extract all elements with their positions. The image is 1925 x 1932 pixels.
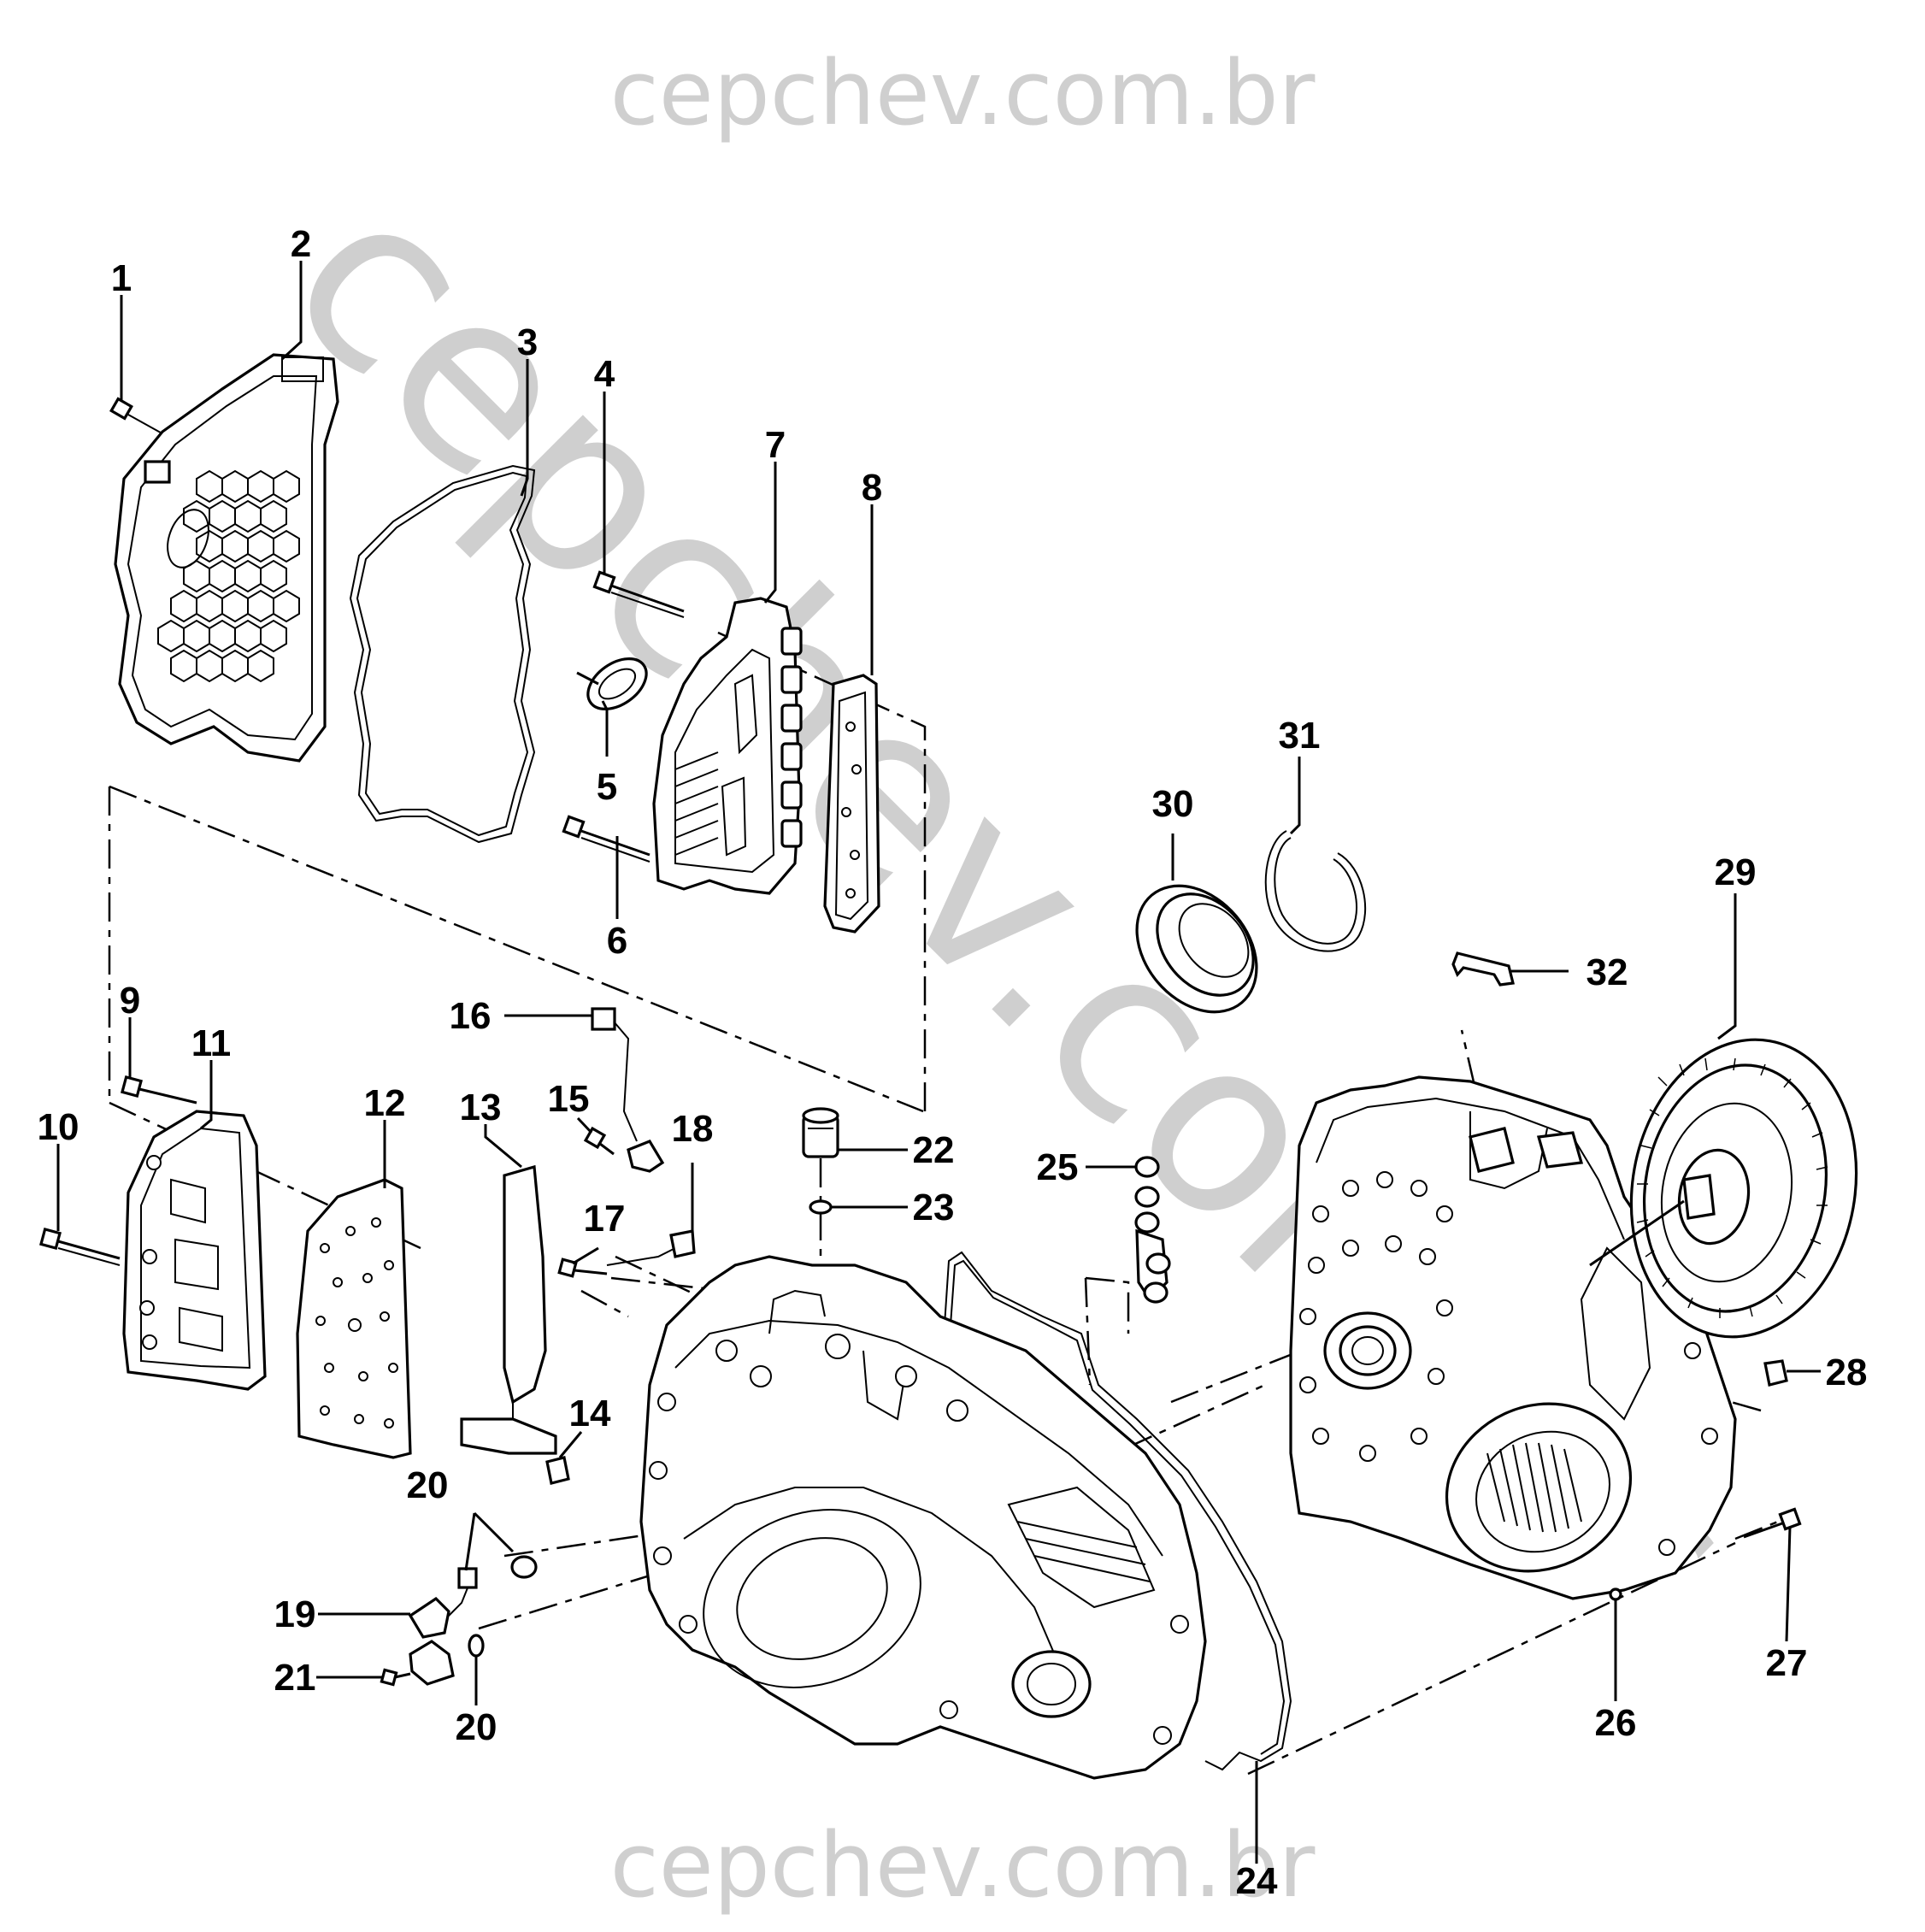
callout-18: 18	[672, 1108, 714, 1150]
callout-11: 11	[191, 1022, 232, 1064]
part-10-bolt	[39, 1228, 121, 1266]
callout-24: 24	[1236, 1860, 1278, 1902]
callout-2: 2	[291, 223, 311, 265]
callout-14: 14	[569, 1393, 611, 1434]
callout-7: 7	[765, 424, 786, 466]
part-27-bolt	[1743, 1507, 1802, 1539]
part-11-lower-valve-body	[122, 1110, 267, 1391]
part-4-bolt	[592, 570, 685, 618]
leader-lines	[56, 261, 1821, 1864]
callout-21: 21	[274, 1657, 316, 1699]
callout-29: 29	[1715, 851, 1757, 893]
valve-body-solenoids	[780, 627, 803, 848]
callout-1: 1	[111, 257, 132, 299]
part-23-o-ring	[809, 1199, 833, 1215]
callout-30: 30	[1152, 783, 1194, 825]
part-26-dowel	[1609, 1587, 1622, 1601]
callout-3: 3	[517, 321, 538, 363]
callout-4: 4	[594, 353, 615, 395]
part-18-bracket	[606, 1229, 696, 1266]
part-16-sensor	[591, 1007, 665, 1173]
callout-12: 12	[364, 1082, 406, 1124]
callout-19: 19	[274, 1593, 316, 1635]
part-1-bolt	[109, 397, 168, 437]
spacer-plate-holes	[315, 1217, 398, 1428]
callout-26: 26	[1595, 1702, 1637, 1744]
callout-31: 31	[1279, 715, 1321, 757]
transmission-case	[639, 1255, 1207, 1780]
callout-20-upper: 20	[407, 1464, 449, 1506]
part-7-control-valve-body	[652, 597, 803, 895]
watermark-bottom: cepchev.com.br	[610, 1813, 1316, 1917]
callout-8: 8	[862, 467, 882, 509]
callout-5: 5	[597, 766, 617, 808]
callout-10: 10	[38, 1106, 79, 1148]
watermark-top: cepchev.com.br	[610, 41, 1316, 145]
callout-25: 25	[1037, 1146, 1079, 1188]
part-19-sensor	[408, 1567, 478, 1686]
part-13-harness	[460, 1164, 557, 1455]
part-24-gasket	[944, 1251, 1292, 1771]
part-5-seal	[576, 657, 648, 710]
callout-27: 27	[1766, 1642, 1808, 1684]
callout-labels: 1 2 3 4 5 6 7 8 9 10 11 12 13 14 15 16 1…	[38, 223, 1868, 1902]
part-12-spacer-plate	[296, 1178, 412, 1459]
callout-6: 6	[607, 920, 627, 962]
converter-teeth	[1636, 1057, 1828, 1318]
valve-body-fins	[674, 751, 719, 856]
callout-15: 15	[548, 1078, 590, 1120]
part-22-fill-cap	[802, 1107, 839, 1158]
callout-23: 23	[913, 1187, 955, 1228]
part-21-bolt	[380, 1668, 411, 1687]
callout-9: 9	[120, 980, 140, 1022]
part-31-snap-ring	[1264, 830, 1367, 952]
part-28-plug	[1763, 1359, 1788, 1387]
callout-20-lower: 20	[456, 1706, 497, 1748]
part-25-plugs	[1134, 1156, 1171, 1304]
housing-splines	[1486, 1442, 1582, 1533]
callout-28: 28	[1826, 1352, 1868, 1393]
part-20-o-ring	[468, 1555, 538, 1658]
part-9-bolt	[121, 1075, 197, 1104]
cover-honeycomb	[157, 469, 300, 683]
callout-16: 16	[450, 995, 492, 1037]
case-bosses	[649, 1334, 1189, 1745]
part-8-separator-plate	[823, 674, 880, 934]
callout-17: 17	[584, 1198, 626, 1240]
part-32-strip	[1451, 951, 1515, 987]
converter-housing	[1289, 1075, 1737, 1600]
part-6-bolt	[562, 815, 650, 863]
part-30-seal	[1135, 884, 1258, 1014]
callout-22: 22	[913, 1129, 955, 1171]
callout-13: 13	[460, 1087, 502, 1128]
callout-32: 32	[1587, 951, 1628, 993]
part-29-torque-converter	[1589, 1038, 1858, 1339]
part-2-valve-body-cover	[114, 353, 339, 763]
housing-bolt-holes	[1299, 1171, 1718, 1556]
part-17-bolt	[557, 1258, 608, 1278]
part-14-clip	[545, 1456, 570, 1485]
